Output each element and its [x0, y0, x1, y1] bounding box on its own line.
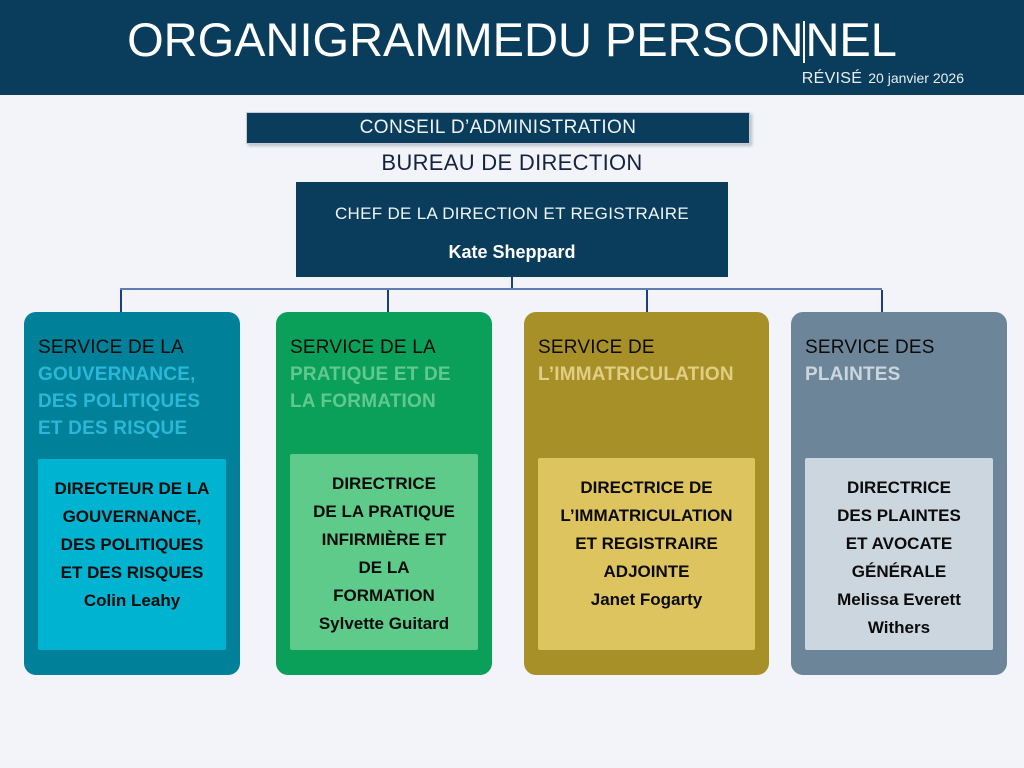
department-heading-accent: PLAINTES — [805, 364, 901, 385]
node-board-of-directors[interactable]: CONSEIL D’ADMINISTRATION — [246, 112, 750, 144]
department-card-practice-education[interactable]: SERVICE DE LA PRATIQUE ET DE LA FORMATIO… — [276, 312, 492, 675]
revised-label: RÉVISÉ — [801, 70, 863, 87]
connector-drop-1 — [120, 290, 122, 314]
department-heading-governance: SERVICE DE LA GOUVERNANCE, DES POLITIQUE… — [38, 334, 226, 442]
department-card-registration[interactable]: SERVICE DE L’IMMATRICULATION DIRECTRICE … — [524, 312, 769, 675]
connector-horizontal-bus — [120, 288, 882, 290]
department-person-governance: Colin Leahy — [83, 591, 181, 610]
header-band: ORGANIGRAMMEDU PERSONNEL RÉVISÉ 20 janvie… — [0, 0, 1024, 95]
department-heading-lead: SERVICE DE LA — [38, 337, 184, 358]
department-person-panel-registration: DIRECTRICE DE L’IMMATRICULATION ET REGIS… — [538, 458, 755, 650]
department-heading-complaints: SERVICE DES PLAINTES — [805, 334, 993, 388]
department-heading-practice-education: SERVICE DE LA PRATIQUE ET DE LA FORMATIO… — [290, 334, 478, 415]
department-heading-lead: SERVICE DE LA — [290, 337, 436, 358]
ceo-role-label: CHEF DE LA DIRECTION ET REGISTRAIRE — [334, 204, 690, 223]
board-of-directors-label: CONSEIL D’ADMINISTRATION — [359, 117, 637, 138]
department-card-complaints[interactable]: SERVICE DES PLAINTES DIRECTRICE DES PLAI… — [791, 312, 1007, 675]
page-title-text-end: NEL — [805, 13, 897, 66]
department-person-practice-education: Sylvette Guitard — [318, 614, 450, 633]
department-person-panel-complaints: DIRECTRICE DES PLAINTES ET AVOCATE GÉNÉR… — [805, 458, 993, 650]
revision-stamp: RÉVISÉ 20 janvier 2026 — [802, 70, 964, 88]
department-heading-accent: PRATIQUE ET DE LA FORMATION — [290, 364, 451, 412]
department-heading-accent: L’IMMATRICULATION — [538, 364, 734, 385]
revised-date: 20 janvier 2026 — [868, 70, 964, 86]
connector-ceo-stem — [511, 277, 513, 289]
ceo-person-name: Kate Sheppard — [448, 242, 576, 262]
connector-drop-2 — [387, 290, 389, 314]
department-person-complaints: Melissa Everett Withers — [837, 590, 961, 637]
text-cursor-caret — [803, 21, 806, 63]
department-person-panel-practice-education: DIRECTRICE DE LA PRATIQUE INFIRMIÈRE ET … — [290, 454, 478, 650]
department-heading-lead: SERVICE DE — [538, 337, 655, 358]
executive-office-label: BUREAU DE DIRECTION — [381, 150, 643, 175]
department-heading-lead: SERVICE DES — [805, 337, 935, 358]
connector-drop-3 — [646, 290, 648, 314]
department-role-registration: DIRECTRICE DE L’IMMATRICULATION ET REGIS… — [560, 478, 733, 581]
department-person-registration: Janet Fogarty — [590, 590, 703, 609]
page-title-text-start: ORGANIGRAMMEDU PERSON — [127, 13, 804, 66]
department-role-practice-education: DIRECTRICE DE LA PRATIQUE INFIRMIÈRE ET … — [313, 474, 455, 605]
department-role-governance: DIRECTEUR DE LA GOUVERNANCE, DES POLITIQ… — [54, 479, 210, 582]
page-title: ORGANIGRAMMEDU PERSONNEL — [0, 13, 1024, 67]
connector-drop-4 — [881, 290, 883, 314]
department-role-complaints: DIRECTRICE DES PLAINTES ET AVOCATE GÉNÉR… — [837, 478, 961, 581]
department-card-governance[interactable]: SERVICE DE LA GOUVERNANCE, DES POLITIQUE… — [24, 312, 240, 675]
department-heading-registration: SERVICE DE L’IMMATRICULATION — [538, 334, 755, 388]
node-ceo[interactable]: CHEF DE LA DIRECTION ET REGISTRAIRE Kate… — [296, 182, 728, 277]
department-heading-accent: GOUVERNANCE, DES POLITIQUES ET DES RISQU… — [38, 364, 201, 439]
department-person-panel-governance: DIRECTEUR DE LA GOUVERNANCE, DES POLITIQ… — [38, 459, 226, 650]
